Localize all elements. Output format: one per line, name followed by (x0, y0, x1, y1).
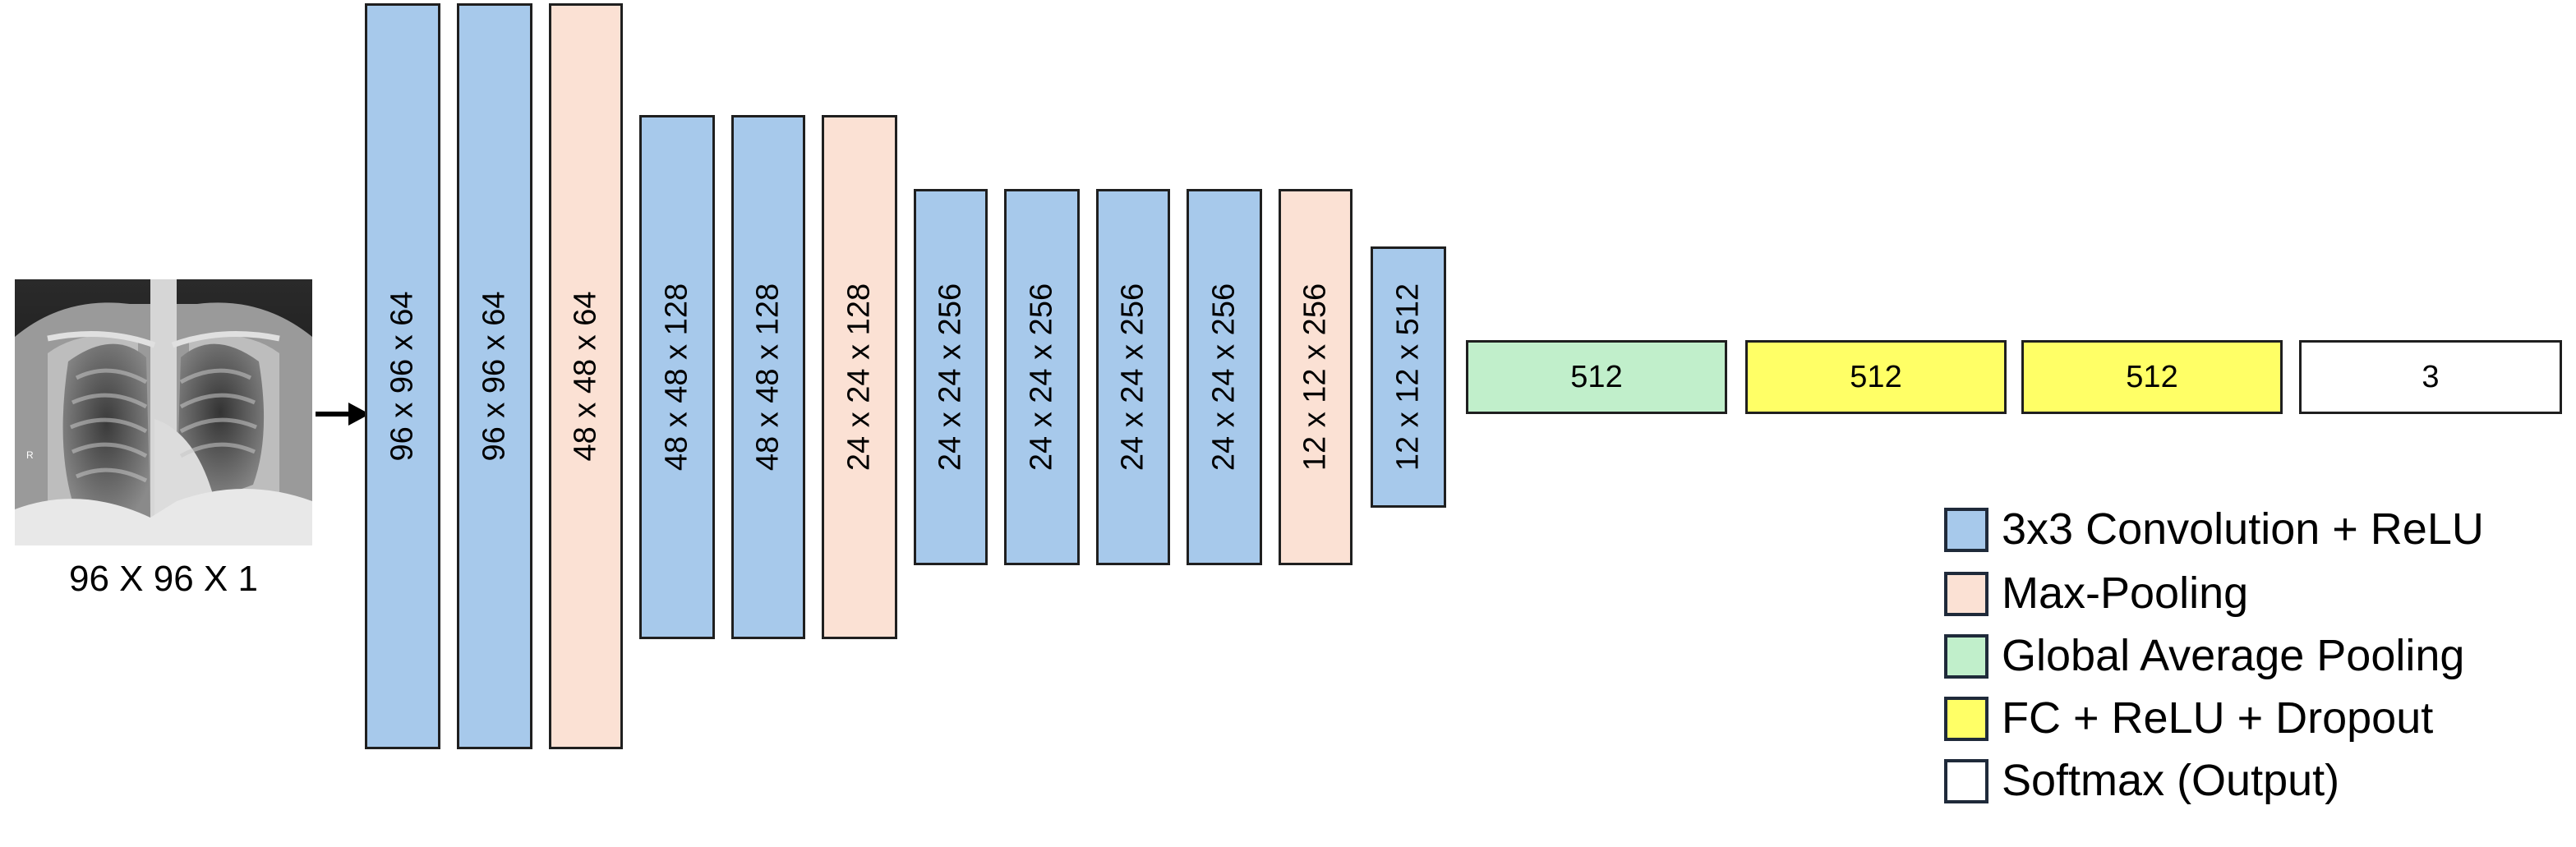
layer-block: 96 x 96 x 64 (365, 3, 440, 749)
layer-size-label: 48 x 48 x 128 (750, 283, 786, 472)
layer-block: 96 x 96 x 64 (457, 3, 532, 749)
layer-size-label: 48 x 48 x 128 (659, 283, 694, 472)
dense-block: 512 (2021, 340, 2283, 414)
dense-size-label: 3 (2422, 359, 2440, 394)
layer-block: 48 x 48 x 128 (731, 115, 805, 639)
image-side-marker: R (26, 449, 34, 461)
layer-block: 24 x 24 x 256 (1187, 189, 1262, 565)
chest-xray-image: R (15, 279, 312, 545)
input-arrow (316, 403, 370, 426)
layer-block: 24 x 24 x 256 (914, 189, 988, 565)
layer-block: 24 x 24 x 256 (1096, 189, 1170, 565)
dense-block: 3 (2299, 340, 2562, 414)
layer-size-label: 24 x 24 x 256 (1115, 283, 1150, 472)
dense-size-label: 512 (1850, 359, 1902, 394)
layer-size-label: 48 x 48 x 64 (568, 291, 603, 462)
layer-size-label: 96 x 96 x 64 (477, 291, 512, 462)
input-size-label: 96 X 96 X 1 (69, 559, 258, 599)
legend-label: 3x3 Convolution + ReLU (2002, 504, 2484, 554)
layer-size-label: 96 x 96 x 64 (385, 291, 420, 462)
layer-block: 48 x 48 x 64 (549, 3, 623, 749)
layer-size-label: 24 x 24 x 256 (1206, 283, 1242, 472)
legend-swatch (1944, 572, 1988, 616)
legend-swatch (1944, 697, 1988, 741)
layer-size-label: 24 x 24 x 128 (841, 283, 877, 472)
layer-block: 12 x 12 x 512 (1371, 246, 1446, 508)
layer-size-label: 12 x 12 x 512 (1390, 283, 1426, 472)
dense-block: 512 (1745, 340, 2007, 414)
layer-block: 12 x 12 x 256 (1279, 189, 1353, 565)
legend-label: Global Average Pooling (2002, 631, 2465, 680)
dense-size-label: 512 (2126, 359, 2178, 394)
legend-swatch (1944, 634, 1988, 679)
layer-block: 48 x 48 x 128 (639, 115, 715, 639)
legend-label: Softmax (Output) (2002, 756, 2340, 805)
legend-swatch (1944, 508, 1988, 552)
layer-size-label: 24 x 24 x 256 (1024, 283, 1059, 472)
layer-size-label: 24 x 24 x 256 (933, 283, 968, 472)
legend-swatch (1944, 759, 1988, 803)
layer-size-label: 12 x 12 x 256 (1297, 283, 1333, 472)
layer-block: 24 x 24 x 256 (1004, 189, 1080, 565)
legend-label: Max-Pooling (2002, 569, 2249, 618)
dense-size-label: 512 (1570, 359, 1623, 394)
layer-block: 24 x 24 x 128 (822, 115, 897, 639)
dense-block: 512 (1466, 340, 1727, 414)
legend-label: FC + ReLU + Dropout (2002, 693, 2434, 743)
